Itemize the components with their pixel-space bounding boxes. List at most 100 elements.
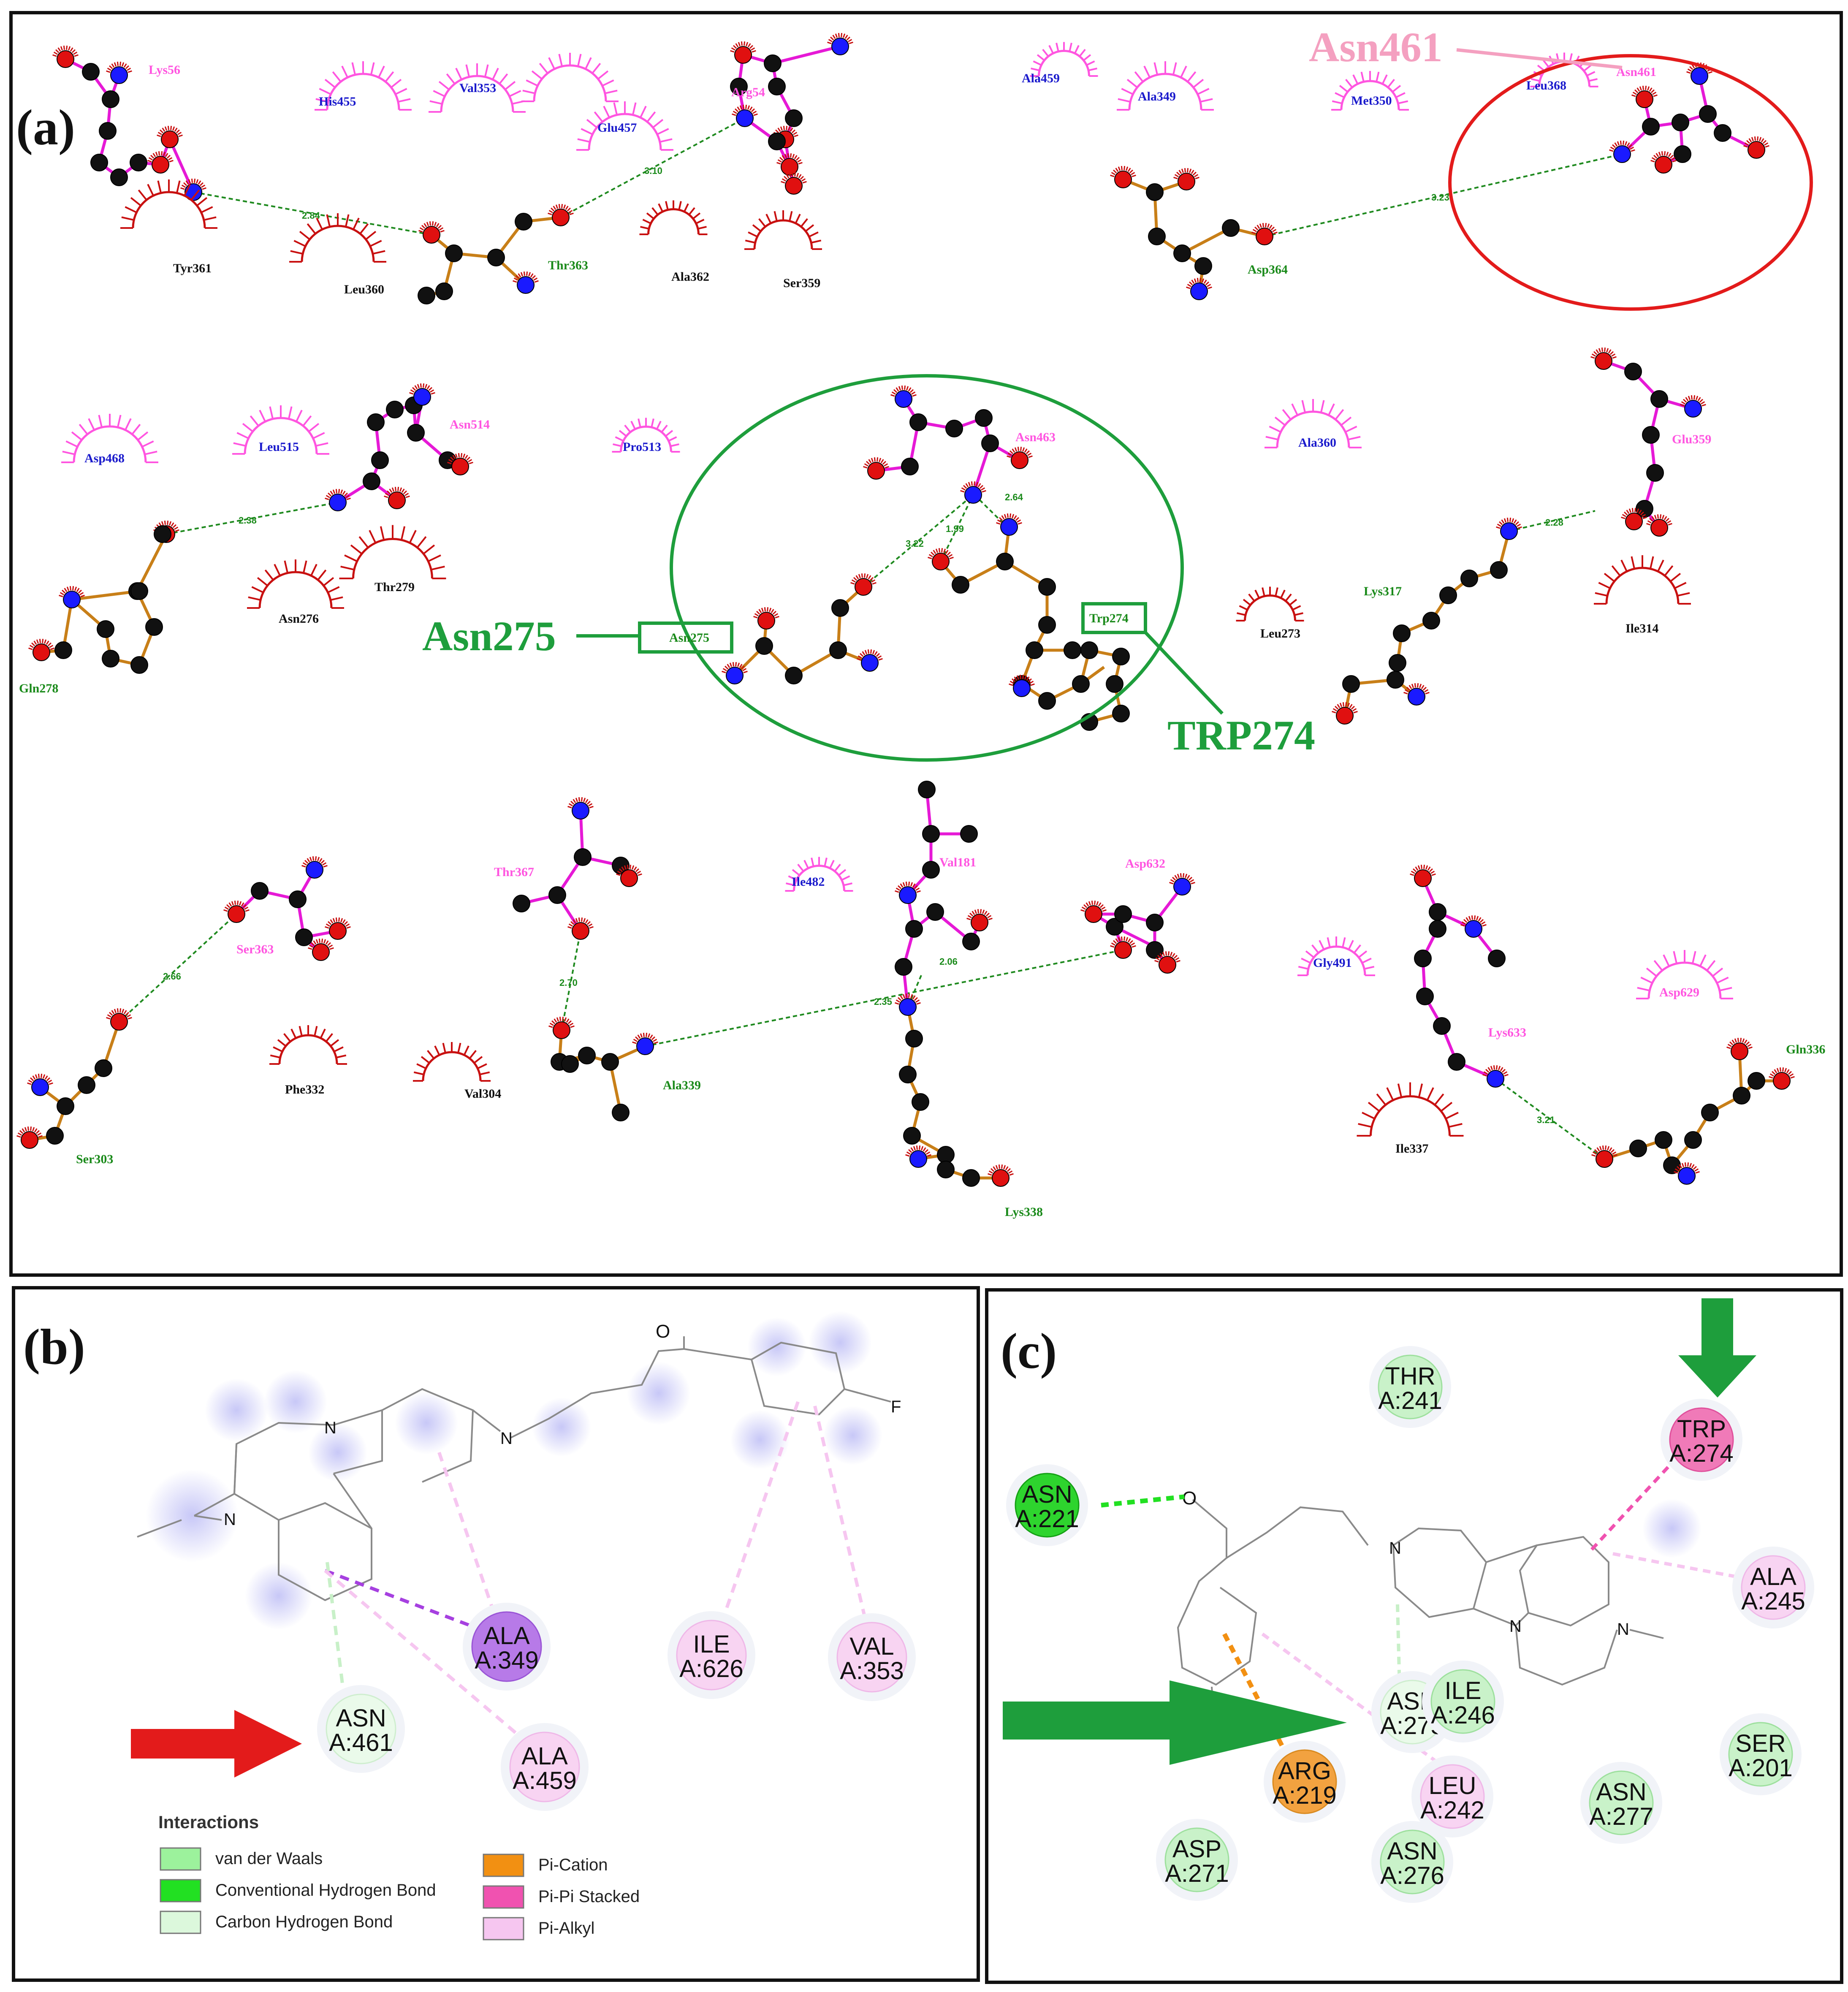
carbon-atom bbox=[82, 63, 100, 81]
carbon-atom bbox=[981, 434, 999, 452]
asn461-callout-line bbox=[1456, 48, 1623, 69]
residue-label: Met350 bbox=[1351, 94, 1392, 108]
nitrogen-atom bbox=[895, 882, 921, 904]
hydrophobic-contact-arc bbox=[232, 405, 329, 455]
oxygen-atom bbox=[147, 151, 174, 174]
carbon-atom bbox=[1064, 641, 1081, 659]
carbon-atom bbox=[1624, 363, 1642, 380]
nitrogen-atom bbox=[27, 1074, 53, 1096]
oxygen-atom bbox=[325, 917, 351, 940]
legend-swatch bbox=[483, 1854, 524, 1877]
panel-a: (a) 2.84 3.10 3.23 2.38 3.22 1.99 2.64 2 bbox=[9, 11, 1843, 1277]
disc-residue-name: ALA bbox=[521, 1742, 568, 1770]
legend-label: Conventional Hydrogen Bond bbox=[215, 1881, 436, 1900]
carbon-atom bbox=[130, 154, 147, 171]
oxygen-atom: O bbox=[656, 1321, 670, 1342]
carbon-atom bbox=[922, 825, 940, 843]
nitrogen-atom bbox=[632, 1033, 658, 1055]
carbon-atom bbox=[1748, 1072, 1765, 1090]
residue-label: Asn461 bbox=[1616, 65, 1656, 79]
trp274-callout-line bbox=[1144, 631, 1224, 715]
disc-residue-number: A:221 bbox=[1015, 1505, 1079, 1533]
oxygen-atom bbox=[223, 901, 250, 923]
carbon-atom bbox=[145, 618, 163, 636]
binding-site-highlight-ellipse bbox=[670, 374, 1184, 762]
carbon-atom bbox=[371, 451, 389, 469]
distance-label: 2.06 bbox=[939, 956, 958, 967]
oxygen-atom bbox=[850, 573, 877, 596]
oxygen-atom bbox=[1650, 151, 1677, 174]
carbon-atom bbox=[1490, 561, 1508, 579]
oxygen-atom bbox=[1631, 86, 1658, 108]
disc-residue-number: A:242 bbox=[1420, 1797, 1484, 1824]
nitrogen-atom bbox=[1674, 1162, 1700, 1185]
ligand-atom-labels: N N N O F bbox=[224, 1321, 901, 1529]
carbon-atom bbox=[386, 401, 404, 418]
disc-residue-name: ARG bbox=[1278, 1757, 1331, 1785]
residue-label: Val353 bbox=[459, 81, 496, 95]
residue-label: Thr367 bbox=[494, 865, 534, 879]
oxygen-atom bbox=[1410, 865, 1436, 887]
green-arrow-down bbox=[1678, 1298, 1756, 1398]
disc-residue-number: A:277 bbox=[1589, 1803, 1653, 1830]
carbon-atom bbox=[78, 1076, 95, 1094]
nitrogen-atom: N bbox=[1509, 1617, 1522, 1636]
hydrophobic-contact-arc bbox=[785, 857, 853, 892]
carbon-atom bbox=[1650, 390, 1668, 408]
nitrogen-atom bbox=[1169, 873, 1195, 896]
disc-residue-number: A:461 bbox=[329, 1729, 393, 1756]
oxygen-atom bbox=[1173, 168, 1199, 190]
carbon-atom bbox=[996, 553, 1014, 570]
carbon-atom bbox=[251, 882, 269, 900]
carbon-atom bbox=[1106, 675, 1123, 693]
oxygen-atom bbox=[52, 46, 79, 68]
legend-label: van der Waals bbox=[215, 1849, 323, 1868]
disc-residue-number: A:271 bbox=[1165, 1860, 1229, 1887]
legend-item: Carbon Hydrogen Bond bbox=[160, 1911, 393, 1934]
disc-residue-name: ALA bbox=[483, 1622, 530, 1650]
legend-item: Pi-Pi Stacked bbox=[483, 1885, 640, 1909]
carbon-atom bbox=[1026, 641, 1043, 659]
carbon-atom bbox=[90, 154, 108, 171]
hydrophobic-contact-arc bbox=[1236, 586, 1304, 621]
carbon-atom bbox=[487, 249, 505, 266]
carbon-atom bbox=[1038, 616, 1056, 634]
carbon-atom bbox=[99, 122, 117, 140]
residue-label: Ala339 bbox=[663, 1078, 701, 1092]
nitrogen-atom bbox=[890, 385, 917, 408]
hydrophobic-contact-arc bbox=[521, 53, 619, 102]
panel-b: (b) bbox=[12, 1286, 980, 1982]
carbon-atom bbox=[1112, 648, 1130, 665]
legend-label: Pi-Cation bbox=[538, 1856, 608, 1874]
nitrogen-atom bbox=[1460, 915, 1487, 938]
carbon-atom bbox=[561, 1055, 579, 1073]
residue-label: Asp632 bbox=[1125, 857, 1165, 871]
carbon-atom bbox=[102, 90, 119, 108]
carbon-atom bbox=[548, 886, 566, 904]
residue-label: Leu273 bbox=[1260, 627, 1300, 640]
distance-label: 3.21 bbox=[1537, 1115, 1555, 1125]
oxygen-atom bbox=[1743, 136, 1769, 159]
nitrogen-atom bbox=[106, 62, 132, 84]
nitrogen-atom bbox=[1609, 141, 1635, 163]
legend-item: Conventional Hydrogen Bond bbox=[160, 1879, 436, 1902]
legend-title: Interactions bbox=[158, 1812, 259, 1832]
carbon-atom bbox=[905, 920, 923, 938]
asn275-callout-label: Asn275 bbox=[422, 613, 556, 659]
oxygen-atom bbox=[106, 1008, 132, 1031]
disc-residue-name: ILE bbox=[1444, 1677, 1481, 1704]
carbon-atom bbox=[407, 424, 425, 442]
oxygen-atom bbox=[1646, 514, 1672, 537]
legend-swatch bbox=[160, 1911, 201, 1934]
nitrogen-atom bbox=[1482, 1065, 1509, 1088]
residue-label: Gln278 bbox=[19, 681, 58, 695]
hydrophobic-contact-arc bbox=[639, 200, 708, 235]
carbon-atom bbox=[435, 282, 453, 300]
